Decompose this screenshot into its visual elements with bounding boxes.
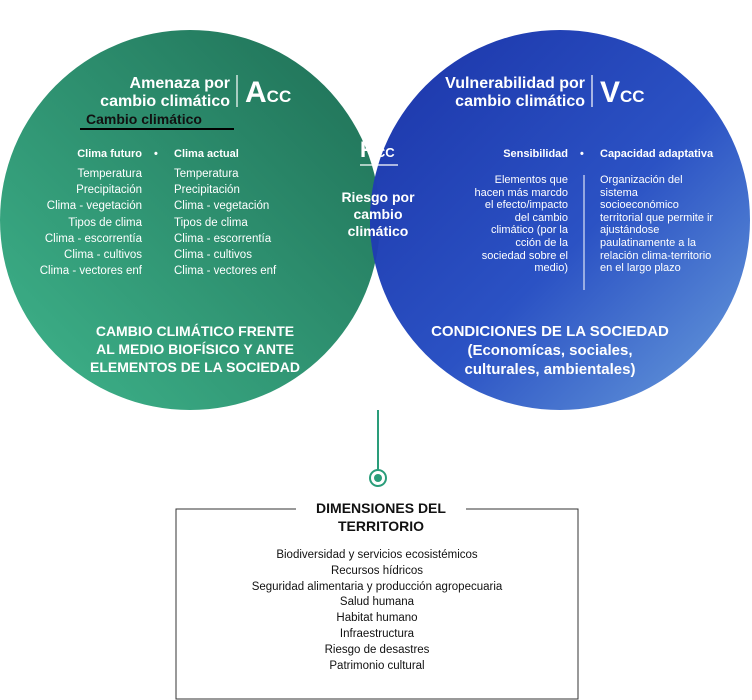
amenaza-symbol-letter: A <box>245 76 267 109</box>
riesgo-symbol-letter: R <box>360 137 376 162</box>
dimensiones-list: Biodiversidad y servicios ecosistémicos … <box>176 548 578 674</box>
amenaza-footer-line3: ELEMENTOS DE LA SOCIEDAD <box>89 359 301 375</box>
amenaza-circle <box>0 30 380 410</box>
vulnerabilidad-symbol-letter: V <box>600 76 621 109</box>
amenaza-title: Amenaza por cambio climático <box>60 75 230 111</box>
vulnerabilidad-footer: CONDICIONES DE LA SOCIEDAD (Economícas, … <box>420 322 680 379</box>
list-item: Clima - cultivos <box>64 249 142 262</box>
vulnerabilidad-col2-header: Capacidad adaptativa <box>600 148 714 160</box>
vulnerabilidad-footer-line3: culturales, ambientales) <box>464 361 636 378</box>
list-item: Clima - escorrentía <box>174 232 272 245</box>
text-line: Organización del <box>600 174 683 186</box>
vulnerabilidad-col1-text: Elementos que hacen más marcdo el efecto… <box>440 174 568 275</box>
list-item: Patrimonio cultural <box>329 659 425 672</box>
list-item: Riesgo de desastres <box>324 643 430 656</box>
vulnerabilidad-symbol: VCC <box>600 78 645 108</box>
text-line: hacen más marcdo <box>474 186 568 199</box>
text-line: del cambio <box>514 211 568 224</box>
riesgo-symbol-sub: CC <box>375 145 395 160</box>
text-line: sociedad sobre el <box>481 249 568 262</box>
vulnerabilidad-col2-text: Organización del sistema socioeconómico … <box>600 174 740 275</box>
list-item: Temperatura <box>174 168 239 180</box>
dimensiones-box <box>175 508 579 700</box>
text-line: cción de la <box>515 236 568 249</box>
text-line: el efecto/impacto <box>484 199 568 212</box>
list-item: Recursos hídricos <box>330 564 424 577</box>
text-line: socioeconómico <box>600 199 679 212</box>
vulnerabilidad-title: Vulnerabilidad por cambio climático <box>415 75 585 111</box>
list-item: Salud humana <box>339 596 415 609</box>
vulnerabilidad-circle <box>370 30 750 410</box>
riesgo-label-line2: cambio <box>353 206 403 222</box>
riesgo-symbol: RCC <box>360 137 395 163</box>
vulnerabilidad-title-line2: cambio climático <box>455 93 585 110</box>
amenaza-footer-line2: AL MEDIO BIOFÍSICO Y ANTE <box>96 341 294 357</box>
text-line: sistema <box>600 186 638 199</box>
text-line: paulatinamente a la <box>600 236 697 249</box>
list-item: Tipos de clima <box>68 216 142 229</box>
amenaza-symbol: ACC <box>245 78 291 108</box>
riesgo-label-line1: Riesgo por <box>341 189 415 205</box>
list-item: Clima - vectores enf <box>174 265 277 278</box>
text-line: Elementos que <box>494 174 568 186</box>
amenaza-footer: CAMBIO CLIMÁTICO FRENTE AL MEDIO BIOFÍSI… <box>60 322 330 376</box>
list-item: Seguridad alimentaria y producción agrop… <box>251 580 503 593</box>
amenaza-col2-list: Temperatura Precipitación Clima - vegeta… <box>174 166 276 279</box>
list-item: Clima - cultivos <box>174 249 252 262</box>
amenaza-title-line2: cambio climático <box>100 93 230 110</box>
list-item: Clima - vegetación <box>46 200 142 213</box>
text-line: ajustándose <box>600 224 660 237</box>
riesgo-label: Riesgo por cambio climático <box>320 189 436 240</box>
text-line: en el largo plazo <box>600 262 681 275</box>
amenaza-subtitle: Cambio climático <box>86 111 202 127</box>
amenaza-col2-header: Clima actual <box>174 148 239 160</box>
dimensiones-title: DIMENSIONES DEL TERRITORIO <box>296 499 466 535</box>
vulnerabilidad-footer-line2: (Economícas, sociales, <box>467 342 633 359</box>
amenaza-symbol-sub: CC <box>266 87 292 106</box>
amenaza-footer-line1: CAMBIO CLIMÁTICO FRENTE <box>95 323 295 339</box>
list-item: Infraestructura <box>339 627 415 640</box>
text-line: relación clima-territorio <box>600 249 712 262</box>
riesgo-label-line3: climático <box>347 223 409 239</box>
list-item: Precipitación <box>76 184 142 197</box>
list-item: Temperatura <box>77 168 142 180</box>
dimensiones-title-line1: DIMENSIONES DEL <box>316 500 446 516</box>
list-item: Clima - vegetación <box>174 200 270 213</box>
vulnerabilidad-title-line1: Vulnerabilidad por <box>445 75 585 92</box>
text-line: climático (por la <box>490 224 568 237</box>
list-item: Clima - escorrentía <box>44 232 142 245</box>
vulnerabilidad-col1-header: Sensibilidad <box>503 148 568 160</box>
list-item: Biodiversidad y servicios ecosistémicos <box>276 549 478 561</box>
amenaza-col1-list: Temperatura Precipitación Clima - vegeta… <box>16 166 142 279</box>
vulnerabilidad-symbol-sub: CC <box>620 87 645 106</box>
amenaza-title-line1: Amenaza por <box>129 75 230 92</box>
amenaza-col1-header: Clima futuro <box>77 148 142 160</box>
dimensiones-title-line2: TERRITORIO <box>337 518 425 534</box>
amenaza-header-bullet: • <box>154 148 158 160</box>
vulnerabilidad-footer-line1: CONDICIONES DE LA SOCIEDAD <box>431 323 669 340</box>
text-line: territorial que permite ir <box>600 211 714 224</box>
list-item: Habitat humano <box>336 612 418 625</box>
vulnerabilidad-header-bullet: • <box>580 148 584 160</box>
text-line: medio) <box>534 262 568 275</box>
list-item: Clima - vectores enf <box>39 265 142 278</box>
connector-dot-inner <box>374 474 382 482</box>
list-item: Precipitación <box>174 184 240 197</box>
list-item: Tipos de clima <box>174 216 248 229</box>
